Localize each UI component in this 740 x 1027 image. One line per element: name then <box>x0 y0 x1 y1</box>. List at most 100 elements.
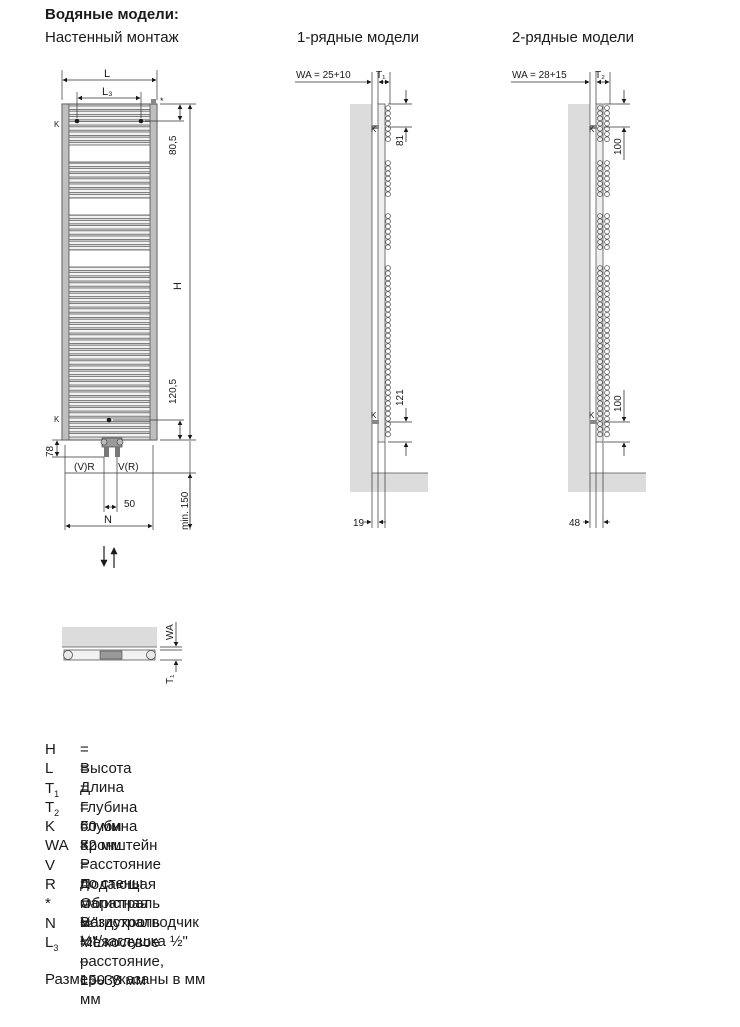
radiator-tube <box>68 323 151 329</box>
fin-tube <box>604 348 610 355</box>
fin-tube <box>385 348 391 355</box>
fin-tube <box>604 181 610 187</box>
fin-tube <box>604 126 610 132</box>
fin-tube <box>604 275 610 282</box>
top-view: WA T₁ <box>62 622 182 684</box>
fin-tube <box>385 234 391 240</box>
legend-definition: = Обратная магистраль ½" <box>80 876 161 951</box>
double-row-heading: 2-рядные модели <box>512 29 635 46</box>
fin-tube <box>385 181 391 187</box>
dim-bottom: 121 <box>395 389 406 406</box>
radiator-tube <box>68 292 151 298</box>
dim-H: H <box>172 282 184 290</box>
fin-tube <box>597 265 603 271</box>
legend-symbol: N <box>45 914 56 932</box>
front-view: * K K L L₃ H 80,5 120,5 <box>45 68 196 568</box>
fin-tube <box>604 337 610 344</box>
radiator-tube <box>68 308 151 313</box>
radiator-tube <box>68 412 151 417</box>
fin-tube <box>604 170 610 177</box>
fin-tube <box>597 395 603 401</box>
fin-tube <box>604 120 610 127</box>
radiator-tube <box>68 365 151 370</box>
fin-tube <box>385 244 391 251</box>
fin-tube <box>604 270 610 277</box>
bracket-label: K <box>589 125 595 134</box>
fin-tube <box>385 369 391 375</box>
fin-tube <box>604 244 610 251</box>
legend-definition: = Кронштейн <box>80 818 158 855</box>
fin-tube <box>385 426 391 433</box>
side-view-double-row: K K WA = 28+15 T₂ 100 100 48 <box>511 70 646 529</box>
bracket-label: K <box>589 411 595 420</box>
fin-tube <box>597 301 603 308</box>
fin-tube <box>604 234 610 240</box>
dim-L3: L₃ <box>102 86 113 98</box>
fin-tube <box>385 136 391 143</box>
radiator-tube <box>68 214 151 219</box>
fin-tube <box>385 228 391 235</box>
fin-tube <box>604 265 610 271</box>
bracket-point <box>138 118 144 124</box>
radiator-fins <box>385 105 391 438</box>
radiator-tube <box>68 167 151 173</box>
fin-tube <box>604 426 610 433</box>
fin-tube <box>604 369 610 375</box>
tube-gap-1 <box>68 144 151 163</box>
fin-tube <box>604 327 610 334</box>
fin-tube <box>604 389 610 396</box>
fin-tube <box>597 327 603 334</box>
fin-tube <box>385 421 391 427</box>
fin-tube <box>385 285 391 292</box>
dim-N: N <box>104 514 112 526</box>
fin-tube <box>604 410 610 417</box>
side-view-single-row: K K WA = 25+10 T₁ 81 121 19 <box>295 70 428 529</box>
radiator-tube <box>68 303 151 308</box>
radiator-tube <box>68 162 151 167</box>
dim-wa: WA = 25+10 <box>296 70 351 81</box>
fin-tube <box>604 384 610 391</box>
fin-tube <box>597 285 603 292</box>
radiator-tube <box>68 235 151 240</box>
fin-tube <box>597 223 603 230</box>
fin-tube <box>385 265 391 271</box>
fin-tube <box>604 431 610 438</box>
fin-tube <box>385 186 391 192</box>
fin-tube <box>604 395 610 401</box>
dim-bottom-bracket: 120,5 <box>168 379 179 404</box>
fin-tube <box>597 389 603 396</box>
dim-L: L <box>104 68 110 80</box>
radiator-tube <box>68 422 151 428</box>
fin-tube <box>385 170 391 177</box>
fin-tube <box>385 389 391 396</box>
fin-tube <box>604 218 610 225</box>
bracket-label-bottom: K <box>54 415 60 424</box>
dim-min-clearance: min. 150 <box>180 491 191 530</box>
fin-tube <box>385 115 391 122</box>
fin-tube <box>385 306 391 313</box>
bracket-point <box>106 417 112 423</box>
radiator-tube <box>68 219 151 225</box>
radiator-tube <box>68 334 151 339</box>
fin-tube <box>597 291 603 297</box>
legend-definition: = Расстояние до стены <box>80 837 162 893</box>
wall-top <box>62 627 157 647</box>
radiator-tube <box>68 386 151 391</box>
fin-tube <box>385 431 391 438</box>
radiator-fins <box>597 105 610 438</box>
radiator-tube <box>68 136 151 141</box>
legend-symbol: V <box>45 856 56 874</box>
fin-tube <box>604 415 610 422</box>
radiator-tube <box>68 297 151 303</box>
fin-tube <box>604 285 610 292</box>
radiator-tube <box>68 344 151 350</box>
fin-tube <box>604 379 610 386</box>
dim-bottom: 100 <box>613 395 624 412</box>
right-rail <box>149 103 158 441</box>
radiator-tube <box>68 105 151 110</box>
fin-tube <box>385 296 391 303</box>
fin-tube <box>385 301 391 308</box>
legend-symbol: L3 <box>45 933 59 953</box>
fin-tube <box>604 363 610 370</box>
fin-tube <box>597 126 603 132</box>
